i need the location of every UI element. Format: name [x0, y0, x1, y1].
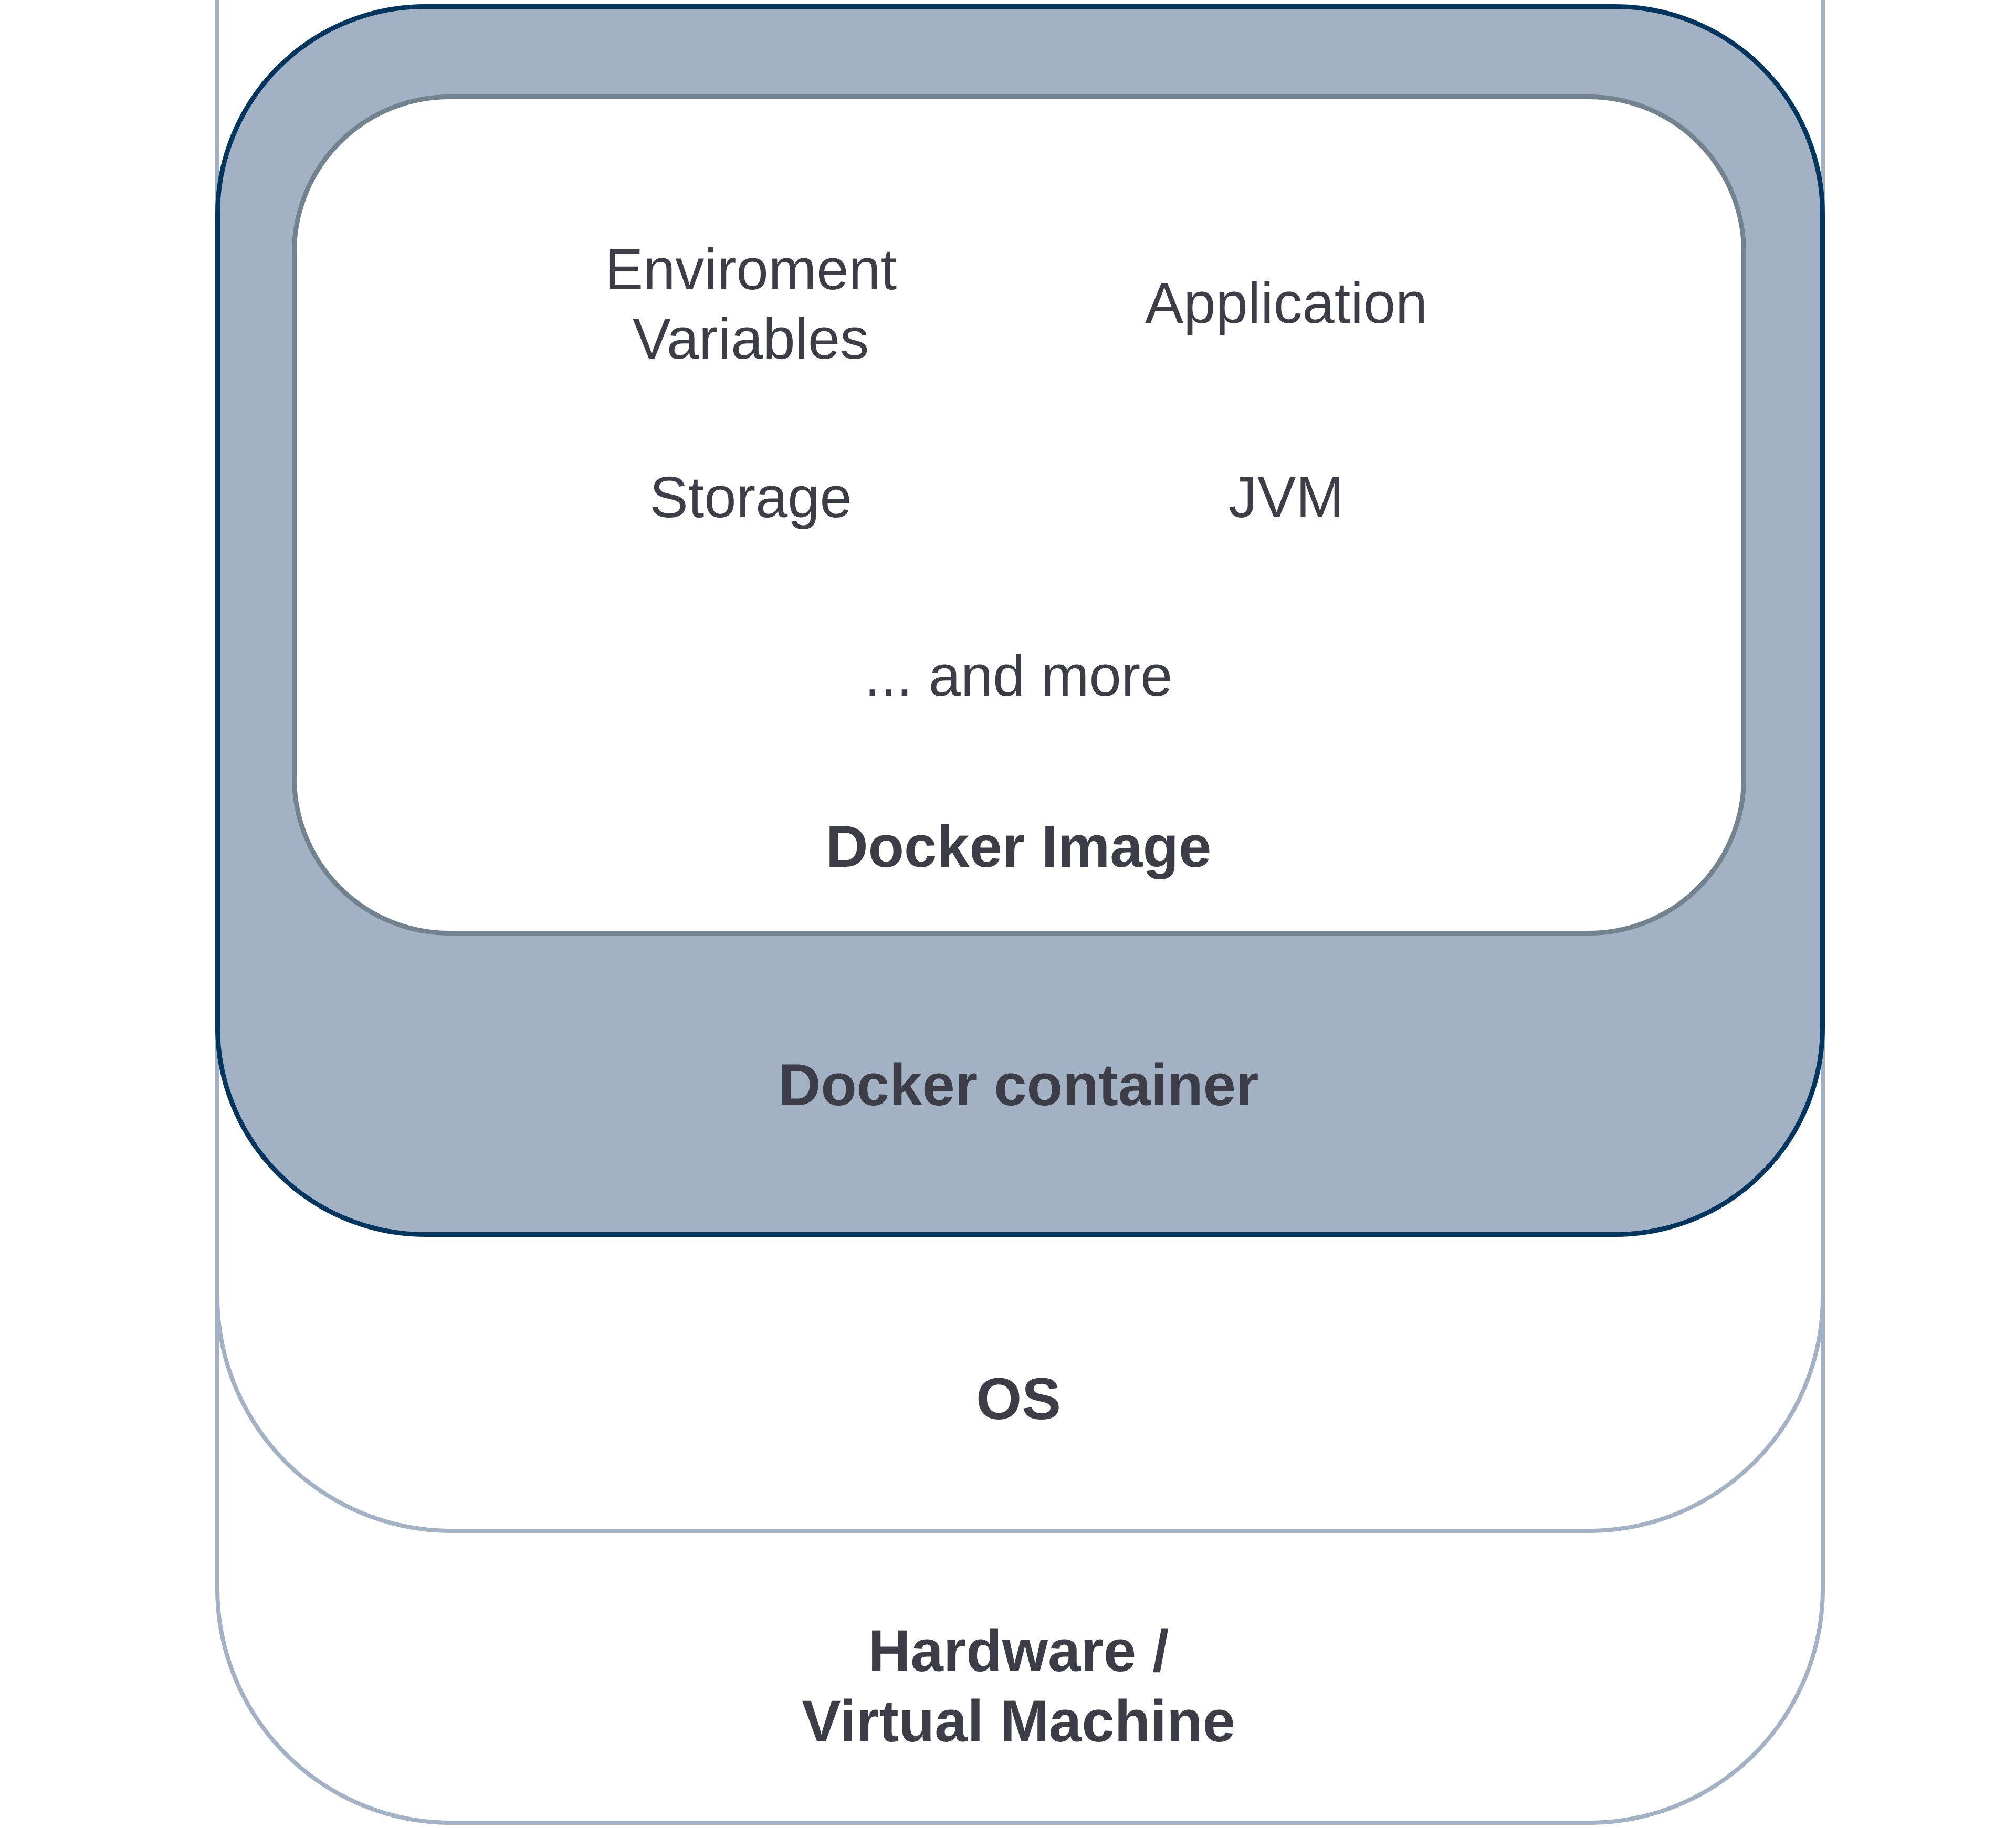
- and-more-label: ... and more: [864, 644, 1173, 708]
- env-line-2: Variables: [632, 307, 869, 371]
- docker-image-layer: [292, 94, 1746, 936]
- storage-label: Storage: [649, 465, 852, 530]
- jvm-label: JVM: [1228, 465, 1344, 530]
- env-line-1: Enviroment: [604, 237, 897, 302]
- environment-variables-label: Enviroment Variables: [541, 235, 961, 374]
- hardware-line-2: Virtual Machine: [802, 1688, 1235, 1754]
- docker-image-title: Docker Image: [825, 814, 1212, 879]
- hardware-title: Hardware / Virtual Machine: [704, 1616, 1334, 1757]
- docker-container-title: Docker container: [778, 1052, 1259, 1118]
- os-title: OS: [976, 1366, 1061, 1432]
- application-label: Application: [1144, 271, 1428, 335]
- hardware-line-1: Hardware /: [868, 1618, 1169, 1684]
